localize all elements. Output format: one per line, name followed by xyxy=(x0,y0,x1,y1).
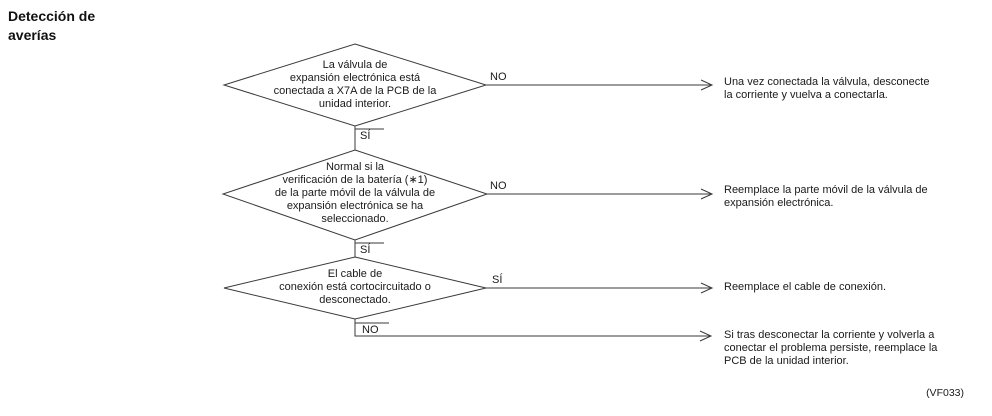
arrowhead-4 xyxy=(699,330,713,342)
decision-question-1: La válvula de expansión electrónica está… xyxy=(273,59,437,110)
down-label-si-1: SÍ xyxy=(360,130,371,142)
result-text-2: Reemplace la parte móvil de la válvula d… xyxy=(724,184,928,209)
branch-label-no-1: NO xyxy=(490,71,507,83)
document-code: (VF033) xyxy=(926,387,964,399)
result-text-3: Reemplace el cable de conexión. xyxy=(724,281,887,293)
arrowhead-3 xyxy=(700,282,714,294)
result-text-4: Si tras desconectar la corriente y volve… xyxy=(724,329,938,367)
down-label-no-3: NO xyxy=(362,324,379,336)
bottom-elbow-arrow-line xyxy=(354,319,711,337)
arrowhead-2 xyxy=(700,188,714,200)
down-label-si-2: SÍ xyxy=(360,244,371,256)
arrowhead-1 xyxy=(700,79,714,91)
decision-question-2: Normal si la verificación de la batería … xyxy=(274,161,436,225)
result-text-1: Una vez conectada la válvula, desconecte… xyxy=(724,76,930,101)
page-title: Detección de averías xyxy=(8,8,96,43)
branch-label-si-3: SÍ xyxy=(492,274,503,286)
decision-question-3: El cable de conexión está cortocircuitad… xyxy=(279,268,431,306)
branch-label-no-2: NO xyxy=(490,180,507,192)
